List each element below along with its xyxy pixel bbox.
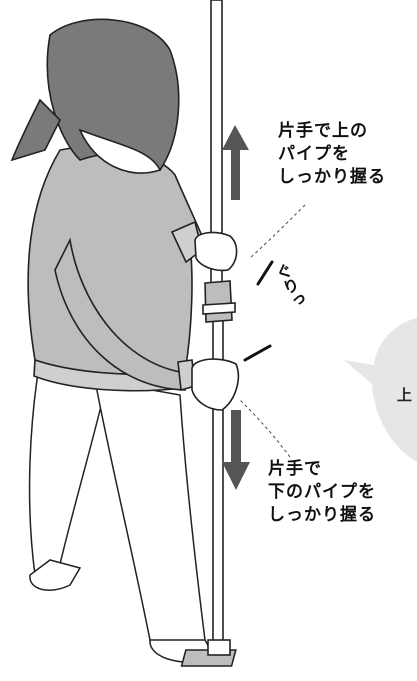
bottom-instruction-line-1: 片手で (268, 459, 322, 479)
hands (191, 231, 240, 411)
top-instruction-line-3: しっかり握る (278, 167, 386, 187)
top-pointer-line (249, 204, 306, 259)
down-arrow-icon (222, 410, 250, 490)
sweater (27, 146, 217, 392)
speech-bubble-icon (344, 318, 417, 462)
head (10, 18, 180, 174)
tension-pole (180, 0, 237, 667)
twist-motion-lines (243, 260, 274, 362)
bottom-instruction-line-3: しっかり握る (268, 505, 376, 525)
top-instruction-line-1: 片手で上の (278, 121, 368, 141)
bottom-instruction-line-2: 下のパイプを (268, 482, 376, 502)
speech-bubble-text: 上 (397, 386, 413, 404)
bottom-grip-instruction: 片手で 下のパイプを しっかり握る (268, 458, 376, 527)
top-instruction-line-2: パイプを (278, 144, 350, 164)
bottom-pointer-line (239, 399, 291, 458)
top-grip-instruction: 片手で上の パイプを しっかり握る (278, 120, 386, 189)
pants (28, 358, 217, 664)
up-arrow-icon (222, 125, 249, 200)
